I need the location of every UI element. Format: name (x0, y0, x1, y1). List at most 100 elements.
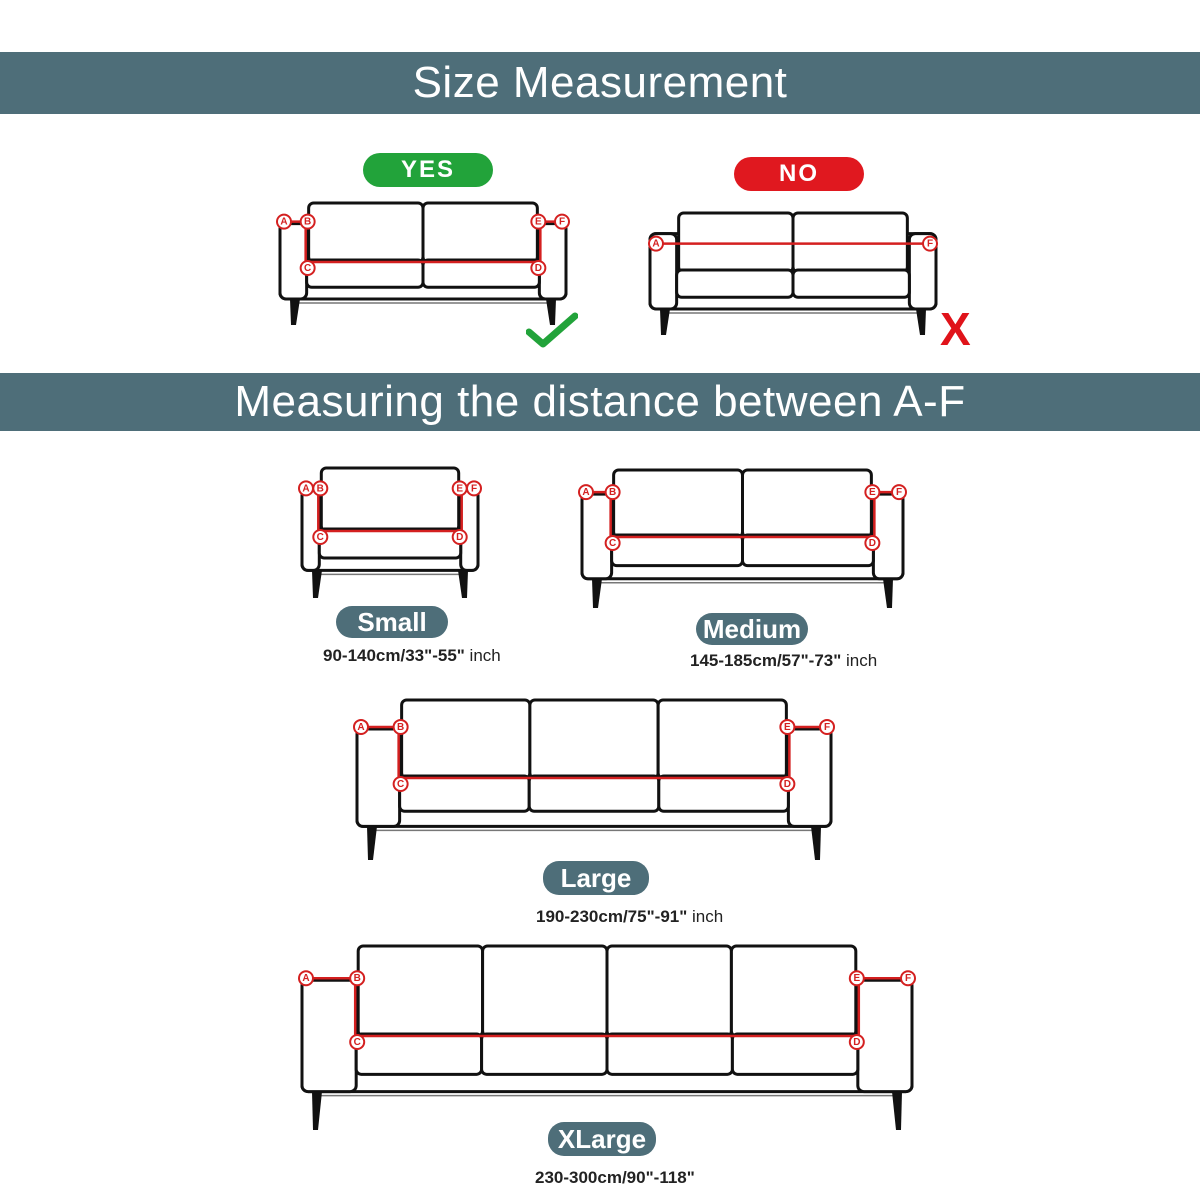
seat-cushion (791, 268, 911, 299)
right-leg (811, 826, 821, 860)
left-arm (580, 492, 614, 581)
marker-f: F (922, 235, 938, 252)
svg-text:B: B (354, 973, 361, 984)
size-label-large: Large (543, 861, 649, 895)
marker-a: A (578, 484, 594, 501)
left-leg (592, 578, 602, 608)
marker-e: E (848, 970, 865, 987)
right-arm (786, 727, 833, 828)
marker-e: E (864, 484, 881, 501)
back-cushion (605, 944, 733, 1038)
svg-text:B: B (304, 217, 311, 228)
seat-cushion (421, 258, 541, 289)
size-range-small: 90-140cm/33"-55" inch (323, 646, 501, 666)
seat-cushion (398, 774, 531, 813)
marker-a: A (276, 213, 292, 230)
range-value: 145-185cm/57"-73" (690, 651, 842, 670)
marker-f: F (819, 718, 835, 735)
seat-cushion (480, 1032, 609, 1076)
marker-e: E (779, 718, 796, 735)
right-arm (537, 222, 568, 301)
back-cushion (729, 944, 858, 1038)
left-leg (312, 570, 322, 598)
back-cushion (656, 698, 788, 780)
svg-text:B: B (609, 487, 616, 498)
svg-text:C: C (304, 263, 311, 274)
marker-c: C (392, 776, 409, 792)
svg-text:E: E (456, 483, 463, 494)
marker-f: F (900, 970, 916, 987)
medium-sofa-diagram: A B C D E F (578, 468, 907, 608)
svg-text:D: D (869, 538, 876, 549)
svg-text:D: D (456, 532, 463, 543)
right-leg (916, 309, 926, 335)
marker-e: E (451, 480, 468, 497)
svg-text:C: C (397, 779, 404, 790)
marker-d: D (451, 529, 468, 545)
size-label-small: Small (336, 606, 448, 638)
range-unit: inch (687, 907, 724, 926)
svg-text:F: F (927, 239, 933, 250)
right-leg (883, 578, 893, 608)
svg-text:D: D (853, 1037, 860, 1048)
svg-text:A: A (302, 483, 309, 494)
right-leg (458, 570, 468, 598)
marker-c: C (604, 535, 621, 551)
left-arm (300, 978, 358, 1094)
range-unit: inch (464, 646, 501, 665)
measure-line (306, 976, 908, 1038)
size-range-large: 190-230cm/75"-91" inch (536, 907, 723, 927)
left-arm (278, 222, 309, 301)
range-value: 190-230cm/75"-91" (536, 907, 688, 926)
right-arm (856, 978, 914, 1094)
svg-text:E: E (784, 722, 791, 733)
right-leg (892, 1091, 902, 1130)
back-cushion (356, 944, 485, 1038)
svg-text:D: D (535, 263, 542, 274)
marker-b: B (604, 484, 621, 501)
marker-b: B (312, 480, 329, 497)
marker-a: A (353, 718, 369, 735)
marker-c: C (312, 529, 329, 545)
seat-cushion (354, 1032, 484, 1076)
svg-text:F: F (896, 487, 902, 498)
yes-badge: YES (363, 153, 493, 187)
marker-a: A (648, 235, 664, 252)
size-range-xlarge: 230-300cm/90"-118" (535, 1168, 695, 1188)
marker-d: D (530, 260, 547, 276)
marker-f: F (466, 480, 482, 497)
size-measurement-banner: Size Measurement (0, 52, 1200, 114)
marker-d: D (779, 776, 796, 792)
svg-text:D: D (784, 779, 791, 790)
back-cushion (528, 698, 660, 780)
svg-text:C: C (354, 1037, 361, 1048)
banner-title: Size Measurement (412, 58, 788, 107)
left-leg (312, 1091, 322, 1130)
svg-text:C: C (609, 538, 616, 549)
svg-text:F: F (905, 973, 911, 984)
back-cushion (481, 944, 609, 1038)
no-badge: NO (734, 157, 864, 191)
svg-text:A: A (357, 722, 364, 733)
svg-text:E: E (869, 487, 876, 498)
seat-cushion (305, 258, 425, 289)
x-icon: X (940, 303, 971, 355)
measure-line (361, 725, 827, 780)
seat-cushion (675, 268, 795, 299)
left-arm (355, 727, 402, 828)
range-unit: inch (841, 651, 878, 670)
right-leg (546, 299, 556, 325)
back-cushion (421, 201, 539, 264)
svg-text:E: E (853, 973, 860, 984)
seat-cushion (317, 527, 463, 560)
seat-cushion (657, 774, 790, 813)
back-cushion (612, 468, 744, 539)
seat-cushion (730, 1032, 860, 1076)
svg-text:A: A (582, 487, 589, 498)
marker-f: F (891, 484, 907, 501)
check-icon (526, 312, 578, 348)
svg-text:F: F (559, 217, 565, 228)
